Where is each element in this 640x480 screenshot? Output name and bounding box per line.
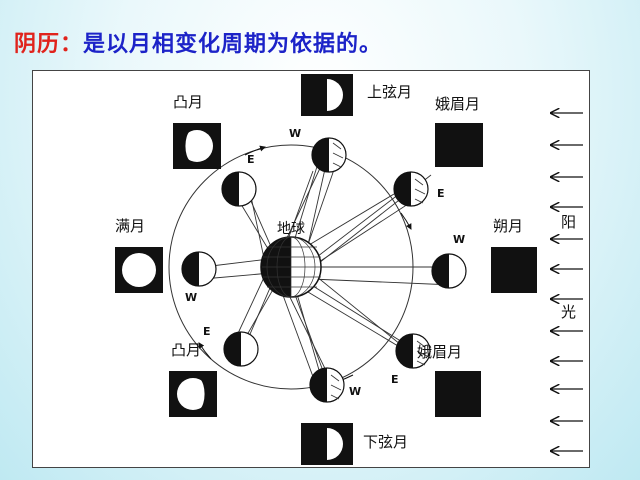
label-full-moon: 满月 [115,217,145,235]
phase-box-new-moon [491,247,537,293]
dir-w-bottom: W [349,385,361,398]
sunlight-label-2: 光 [561,303,576,321]
label-waxing-crescent: 娥眉月 [435,95,480,113]
orbit-moon-upper-left [221,171,257,207]
phase-box-gibbous-lower [169,371,217,417]
phase-box-first-quarter [301,74,353,116]
orbit-moon-upper-right [393,171,429,207]
orbit-moon-right [431,253,467,289]
dir-e-upper-right: E [437,187,445,200]
moon-phase-svg: 地球 W E E W W E W E [115,74,583,465]
heading-text: 是以月相变化周期为依据的。 [83,32,383,57]
phase-box-last-quarter [301,423,353,465]
label-waning-crescent: 娥眉月 [417,343,462,361]
dir-w-left: W [185,291,197,304]
orbit-moon-top [311,137,347,173]
orbit-moon-lower-right [395,333,431,369]
phase-box-full-moon [115,247,163,293]
dir-e-upper-left: E [247,153,255,166]
orbit-moon-left [181,251,217,287]
dir-w-top: W [289,127,301,140]
phase-box-waxing-crescent [435,123,483,167]
sunlight-arrows [551,113,583,451]
slide-heading: 阴历：是以月相变化周期为依据的。 [14,26,382,58]
phase-box-waning-crescent [435,371,481,417]
phase-box-gibbous-upper [173,123,221,169]
label-new-moon: 朔月 [493,217,523,235]
earth: 地球 [260,221,322,298]
dir-e-bottom: E [391,373,399,386]
label-gibbous-lower: 凸月 [171,341,201,359]
earth-label: 地球 [277,221,305,237]
dir-e-lower-left: E [203,325,211,338]
dir-w-right: W [453,233,465,246]
label-gibbous-upper: 凸月 [173,93,203,111]
orbit-moon-bottom [309,367,345,403]
moon-phase-diagram: 地球 W E E W W E W E [32,70,590,468]
label-first-quarter: 上弦月 [367,83,412,101]
sunlight-label-1: 阳 [561,213,576,231]
orbit-moon-lower-left [223,331,259,367]
label-last-quarter: 下弦月 [363,433,408,451]
heading-term: 阴历： [14,32,84,57]
